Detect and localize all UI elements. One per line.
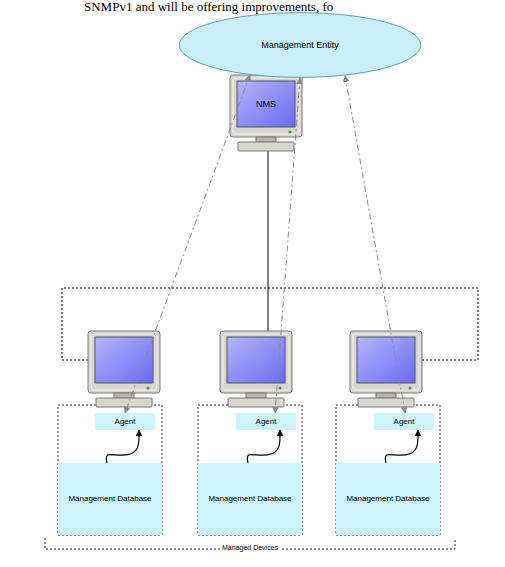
- node-text: Management Entity: [261, 40, 339, 50]
- node-text: NMS: [256, 99, 276, 109]
- agent-box: Agent: [95, 413, 155, 430]
- nms-computer: [230, 75, 302, 151]
- snmp-exchange-arrow: [275, 78, 300, 413]
- snmp-exchange-arrow: [345, 76, 405, 413]
- document-text: SNMPv1 and will be offering improvements…: [82, 0, 335, 14]
- node-text: Agent: [256, 417, 277, 426]
- database-box: Management Database: [58, 463, 162, 535]
- device-container: [58, 405, 162, 535]
- agent-box: Agent: [236, 413, 296, 430]
- device-computer: [220, 331, 292, 407]
- device-computer: [350, 331, 422, 407]
- snmp-exchange-arrow: [125, 75, 250, 413]
- node-text: Agent: [115, 417, 136, 426]
- agent-box: Agent: [374, 413, 434, 430]
- node-text: Management Database: [68, 494, 151, 503]
- network-cable: [268, 151, 269, 333]
- device-computer: [88, 331, 160, 407]
- database-box: Management Database: [336, 463, 440, 535]
- data-flow-arrow: [106, 430, 139, 463]
- node-text: Management Database: [208, 494, 291, 503]
- nms-screen: NMS: [237, 81, 295, 127]
- device-container: [336, 405, 440, 535]
- database-box: Management Database: [198, 463, 302, 535]
- data-flow-arrow: [247, 430, 280, 463]
- node-text: Management Database: [346, 494, 429, 503]
- node-text: Agent: [394, 417, 415, 426]
- device-container: [198, 405, 302, 535]
- group-label: Managed Devices: [220, 544, 280, 552]
- data-flow-arrow: [385, 430, 418, 463]
- management-entity-ellipse: Management Entity: [178, 12, 422, 78]
